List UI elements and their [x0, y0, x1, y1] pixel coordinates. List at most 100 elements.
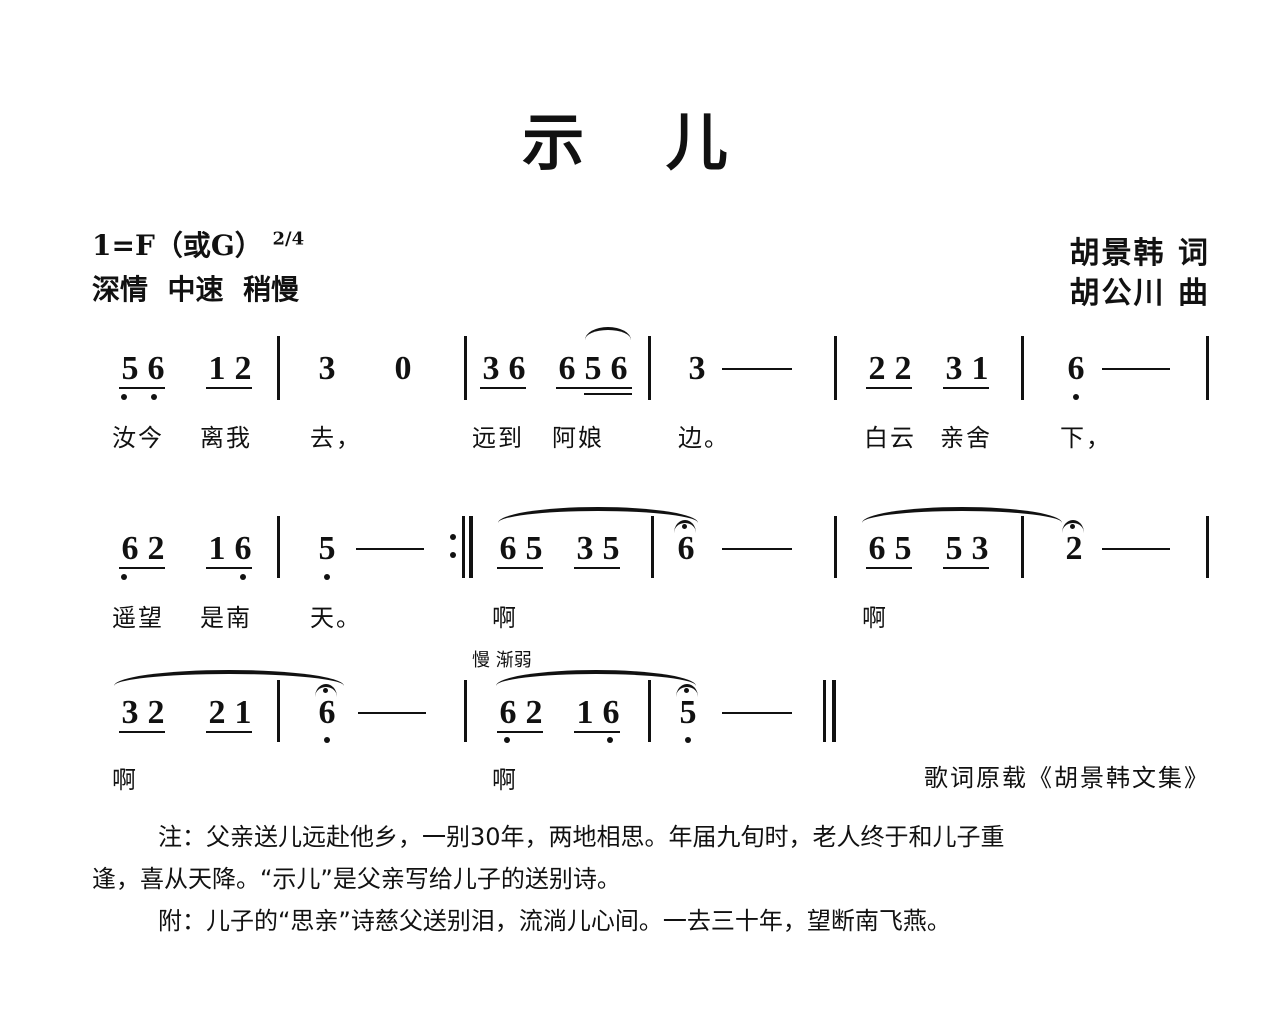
extension-dash: [722, 368, 792, 370]
note: 5: [679, 694, 697, 731]
barline: [1206, 336, 1209, 400]
note: 5: [121, 350, 139, 387]
fermata-dot: [684, 688, 689, 693]
barline: [648, 680, 651, 742]
footnote-text: 注：父亲送儿远赴他乡，一别30年，两地相思。年届九旬时，老人终于和儿子重: [158, 823, 1005, 851]
barline: [277, 516, 280, 578]
lyric: 是南: [200, 604, 252, 632]
note: 3: [576, 530, 594, 567]
eighth-underline: [206, 387, 252, 389]
repeat-barline-thick: [469, 516, 473, 578]
footnote-line-2: 逢，喜从天降。“示儿”是父亲写给儿子的送别诗。: [92, 858, 1217, 900]
fermata-dot: [1070, 524, 1075, 529]
note: 1: [208, 530, 226, 567]
low-octave-dot: [1073, 394, 1079, 400]
barline: [277, 336, 280, 400]
note: 5: [318, 530, 336, 567]
eighth-underline: [943, 387, 989, 389]
note: 6: [147, 350, 165, 387]
footnote-text: 逢，喜从天降。“示儿”是父亲写给儿子的送别诗。: [92, 865, 621, 893]
low-octave-dot: [121, 394, 127, 400]
extension-dash: [1102, 548, 1170, 550]
note: 3: [945, 350, 963, 387]
dynamics-annotation: 慢 渐弱: [472, 650, 532, 671]
slur: [114, 670, 344, 686]
note: 5: [894, 530, 912, 567]
slur: [862, 507, 1062, 523]
slur: [585, 327, 631, 340]
eighth-underline: [556, 387, 632, 389]
eighth-underline: [206, 567, 252, 569]
note: 2: [1065, 530, 1083, 567]
eighth-underline: [574, 731, 620, 733]
time-signature: 2/4: [272, 228, 305, 250]
note: 6: [1067, 350, 1085, 387]
barline: [834, 516, 837, 578]
repeat-barline-thin: [462, 516, 465, 578]
final-barline-thin: [823, 680, 826, 742]
low-octave-dot: [324, 574, 330, 580]
low-octave-dot: [685, 737, 691, 743]
eighth-underline: [119, 567, 165, 569]
lyric: 下，: [1060, 424, 1112, 452]
note: 3: [121, 694, 139, 731]
note: 6: [677, 530, 695, 567]
eighth-underline: [866, 567, 912, 569]
eighth-underline: [206, 731, 252, 733]
note: 0: [394, 350, 412, 387]
lyric: 汝今: [112, 424, 164, 452]
extension-dash: [358, 712, 426, 714]
slur: [498, 507, 698, 523]
note: 1: [971, 350, 989, 387]
final-barline-thick: [832, 680, 836, 742]
note: 5: [602, 530, 620, 567]
low-octave-dot: [151, 394, 157, 400]
lyric: 啊: [112, 766, 138, 794]
extension-dash: [722, 712, 792, 714]
song-title: 示 儿: [522, 106, 758, 179]
extension-dash: [1102, 368, 1170, 370]
lyric: 离我: [200, 424, 252, 452]
composer-credit: 胡公川 曲: [1069, 276, 1210, 311]
repeat-dot: [450, 552, 456, 558]
note: 5: [945, 530, 963, 567]
low-octave-dot: [240, 574, 246, 580]
barline: [651, 516, 654, 578]
extension-dash: [722, 548, 792, 550]
barline: [464, 680, 467, 742]
lyric: 天。: [310, 604, 362, 632]
note: 3: [318, 350, 336, 387]
barline: [834, 336, 837, 400]
barline: [464, 336, 467, 400]
lyricist-credit: 胡景韩 词: [1069, 236, 1210, 271]
lyric: 啊: [492, 604, 518, 632]
note: 6: [602, 694, 620, 731]
low-octave-dot: [324, 737, 330, 743]
barline: [648, 336, 651, 400]
fermata-icon: [676, 684, 698, 697]
note: 5: [525, 530, 543, 567]
lyric: 去，: [310, 424, 362, 452]
note: 3: [971, 530, 989, 567]
low-octave-dot: [504, 737, 510, 743]
note: 2: [868, 350, 886, 387]
low-octave-dot: [607, 737, 613, 743]
note: 6: [868, 530, 886, 567]
eighth-underline: [574, 567, 620, 569]
note: 2: [234, 350, 252, 387]
low-octave-dot: [121, 574, 127, 580]
eighth-underline: [497, 567, 543, 569]
fermata-dot: [323, 688, 328, 693]
key-text: 1=F（或G）: [92, 229, 263, 262]
note: 2: [147, 530, 165, 567]
repeat-dot: [450, 534, 456, 540]
sixteenth-underline: [584, 393, 632, 395]
eighth-underline: [497, 731, 543, 733]
slur: [496, 670, 696, 686]
eighth-underline: [866, 387, 912, 389]
tempo-marking: 深情 中速 稍慢: [92, 273, 299, 306]
fermata-icon: [315, 684, 337, 697]
note: 6: [318, 694, 336, 731]
barline: [1206, 516, 1209, 578]
note: 3: [688, 350, 706, 387]
